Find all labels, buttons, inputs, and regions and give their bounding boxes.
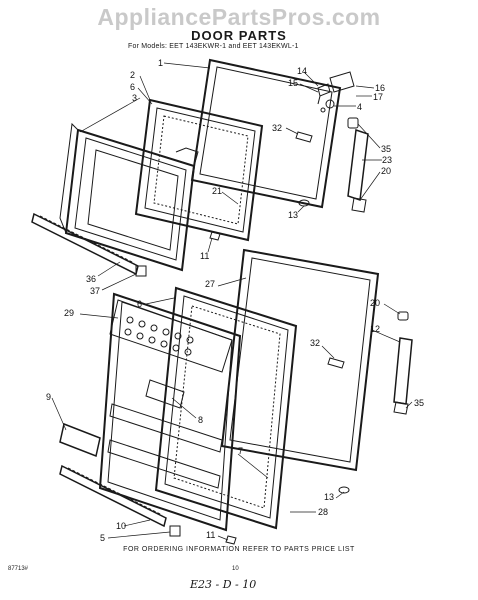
callout-11: 11 [200,251,209,261]
callout-35: 35 [381,144,391,154]
leader-lines [51,62,413,541]
callout-15: 15 [288,78,298,88]
dairy-bin-cover [59,422,101,458]
clip-5 [169,525,181,537]
handwritten-note: E23 - D - 10 [190,578,257,591]
diagram-title: DOOR PARTS [191,28,287,43]
callout-14: 14 [297,66,307,76]
callout-21: 21 [212,186,222,196]
callout-1: 1 [158,58,163,68]
callout-32: 32 [310,338,320,348]
callout-numbers: 1 2 6 3 14 15 16 17 4 32 35 23 20 21 13 … [46,58,424,543]
callout-2: 2 [130,70,135,80]
callout-12: 12 [370,324,380,334]
callout-20: 20 [381,166,391,176]
callout-36: 36 [86,274,96,284]
callout-10: 10 [116,521,126,531]
screw-11-upper [209,231,221,241]
fresh-food-door-panel [154,286,298,530]
callout-11: 11 [206,530,215,540]
callout-5: 5 [100,533,105,543]
screw-32-upper [295,131,313,143]
callout-8: 8 [198,415,203,425]
fresh-food-door-liner [98,292,242,532]
callout-13: 13 [324,492,334,502]
freezer-door-gasket [190,58,342,209]
callout-7: 7 [238,446,243,456]
screw-11-lower [225,535,237,545]
callout-20: 20 [370,298,380,308]
callout-23: 23 [382,155,392,165]
upper-hinge-assembly [317,71,355,113]
callout-17: 17 [373,92,383,102]
egg-tray-holes [124,316,194,356]
callout-6: 6 [130,82,135,92]
callout-35: 35 [414,398,424,408]
page-number: 10 [232,566,239,572]
freezer-door-panel [134,98,264,242]
door-stop-13-lower [338,486,350,494]
fresh-food-door-gasket [220,248,380,472]
callout-3: 3 [132,93,137,103]
callout-27: 27 [205,279,215,289]
callout-29: 29 [64,308,74,318]
callout-28: 28 [318,507,328,517]
callout-9: 9 [46,392,51,402]
fresh-food-door-handle [393,311,413,415]
lower-shelf-bar [59,464,167,528]
callout-4: 4 [357,102,362,112]
callout-32: 32 [272,123,282,133]
model-numbers: For Models: EET 143EKWR-1 and EET 143EKW… [128,43,299,50]
callout-16: 16 [375,83,385,93]
callout-6: 6 [137,299,142,309]
callout-13: 13 [288,210,298,220]
ordering-note: FOR ORDERING INFORMATION REFER TO PARTS … [123,546,355,553]
diagram-code: 87713# [8,566,29,572]
callout-37: 37 [90,286,100,296]
screw-32-lower [327,357,345,369]
watermark: AppliancePartsPros.com [97,4,381,30]
freezer-door-liner [59,122,199,272]
